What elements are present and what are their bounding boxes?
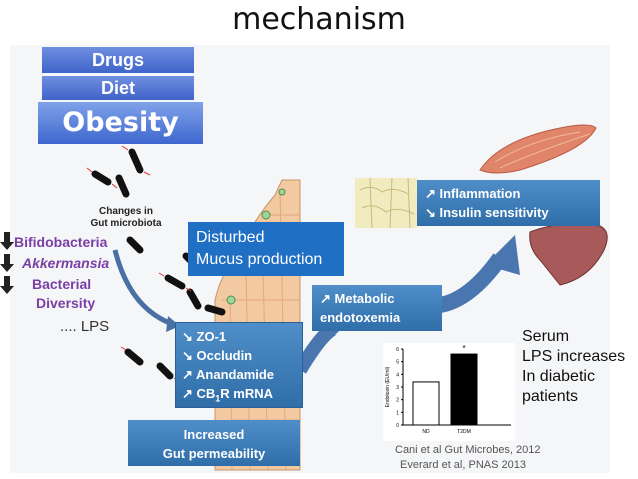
serum-line2: LPS increases <box>522 348 626 365</box>
arrow-lps-to-junction <box>112 249 176 328</box>
tj-item-occludin: ↘ Occludin <box>182 348 253 363</box>
bacteria-rods <box>91 148 226 380</box>
metabolic-endotoxemia-box: ↗ Metabolic endotoxemia <box>312 285 442 331</box>
chart-y-tick-label: 5 <box>396 360 399 366</box>
side-item-akkermansia: Akkermansia <box>22 255 110 271</box>
chart-x-tick-label: ND <box>422 429 430 435</box>
serum-line1: Serum <box>522 328 570 345</box>
chart-y-tick-label: 4 <box>396 372 399 378</box>
mucus-box: Disturbed Mucus production <box>188 222 344 276</box>
muscle-image <box>479 124 597 174</box>
chart-x-tick-label: T2DM <box>457 429 471 435</box>
obesity-box: Obesity <box>38 102 203 144</box>
metabolic-line1: ↗ Metabolic <box>320 291 395 306</box>
side-item-diversity: Diversity <box>36 295 96 311</box>
tj-item-cb1r: ↗ CB1R mRNA <box>182 386 274 404</box>
changes-line1: Changes in <box>99 206 153 217</box>
chart-y-tick-label: 0 <box>396 423 399 429</box>
reference-cani: Cani et al Gut Microbes, 2012 <box>395 444 541 456</box>
inflammation-line1: ↗ Inflammation <box>425 186 521 201</box>
gut-microbiota-label: Changes in Gut microbiota <box>88 206 164 230</box>
side-item-bifidobacteria: Bifidobacteria <box>14 234 108 250</box>
chart-y-tick-label: 1 <box>396 410 399 416</box>
chart-significance-mark: * <box>462 344 465 353</box>
tj-item-anandamide: ↗ Anandamide <box>182 367 275 382</box>
perm-line1: Increased <box>183 427 245 442</box>
side-item-bacterial: Bacterial <box>32 276 92 292</box>
inflammation-line2: ↘ Insulin sensitivity <box>425 205 549 220</box>
tj-item-zo1: ↘ ZO-1 <box>182 329 227 344</box>
drugs-box: Drugs <box>42 47 194 73</box>
adipose-tissue-image <box>355 177 417 229</box>
diet-box: Diet <box>42 76 194 100</box>
reference-everard: Everard et al, PNAS 2013 <box>400 459 526 471</box>
chart-bar-nd <box>412 381 440 426</box>
gut-permeability-box: Increased Gut permeability <box>128 420 300 466</box>
serum-text: Serum LPS increases In diabetic patients <box>522 327 625 407</box>
lps-label: .... LPS <box>60 318 110 335</box>
side-down-arrows <box>0 232 14 294</box>
chart-y-label: Endotoxin (EU/ml) <box>385 366 391 407</box>
serum-line3: In diabetic <box>522 368 595 385</box>
mucus-line1: Disturbed <box>196 229 265 246</box>
liver-image <box>529 223 608 286</box>
metabolic-line2: endotoxemia <box>320 310 401 325</box>
chart-bar-t2dm <box>450 353 478 426</box>
changes-line2: Gut microbiota <box>90 218 162 229</box>
chart-y-tick-label: 6 <box>396 347 399 353</box>
inflammation-box: ↗ Inflammation ↘ Insulin sensitivity <box>417 180 600 226</box>
perm-line2: Gut permeability <box>162 446 266 461</box>
chart-y-tick-label: 3 <box>396 385 399 391</box>
chart-bars: ND T2DM * <box>412 344 478 435</box>
chart-y-tick-label: 2 <box>396 398 399 404</box>
mucus-line2: Mucus production <box>196 251 323 268</box>
arrow-to-metabolic <box>293 321 345 374</box>
page-title: mechanism <box>232 2 406 37</box>
serum-line4: patients <box>522 388 579 405</box>
bacteria-flagella <box>86 145 192 382</box>
tight-junction-box: ↘ ZO-1 ↘ Occludin ↗ Anandamide ↗ CB1R mR… <box>175 322 303 408</box>
